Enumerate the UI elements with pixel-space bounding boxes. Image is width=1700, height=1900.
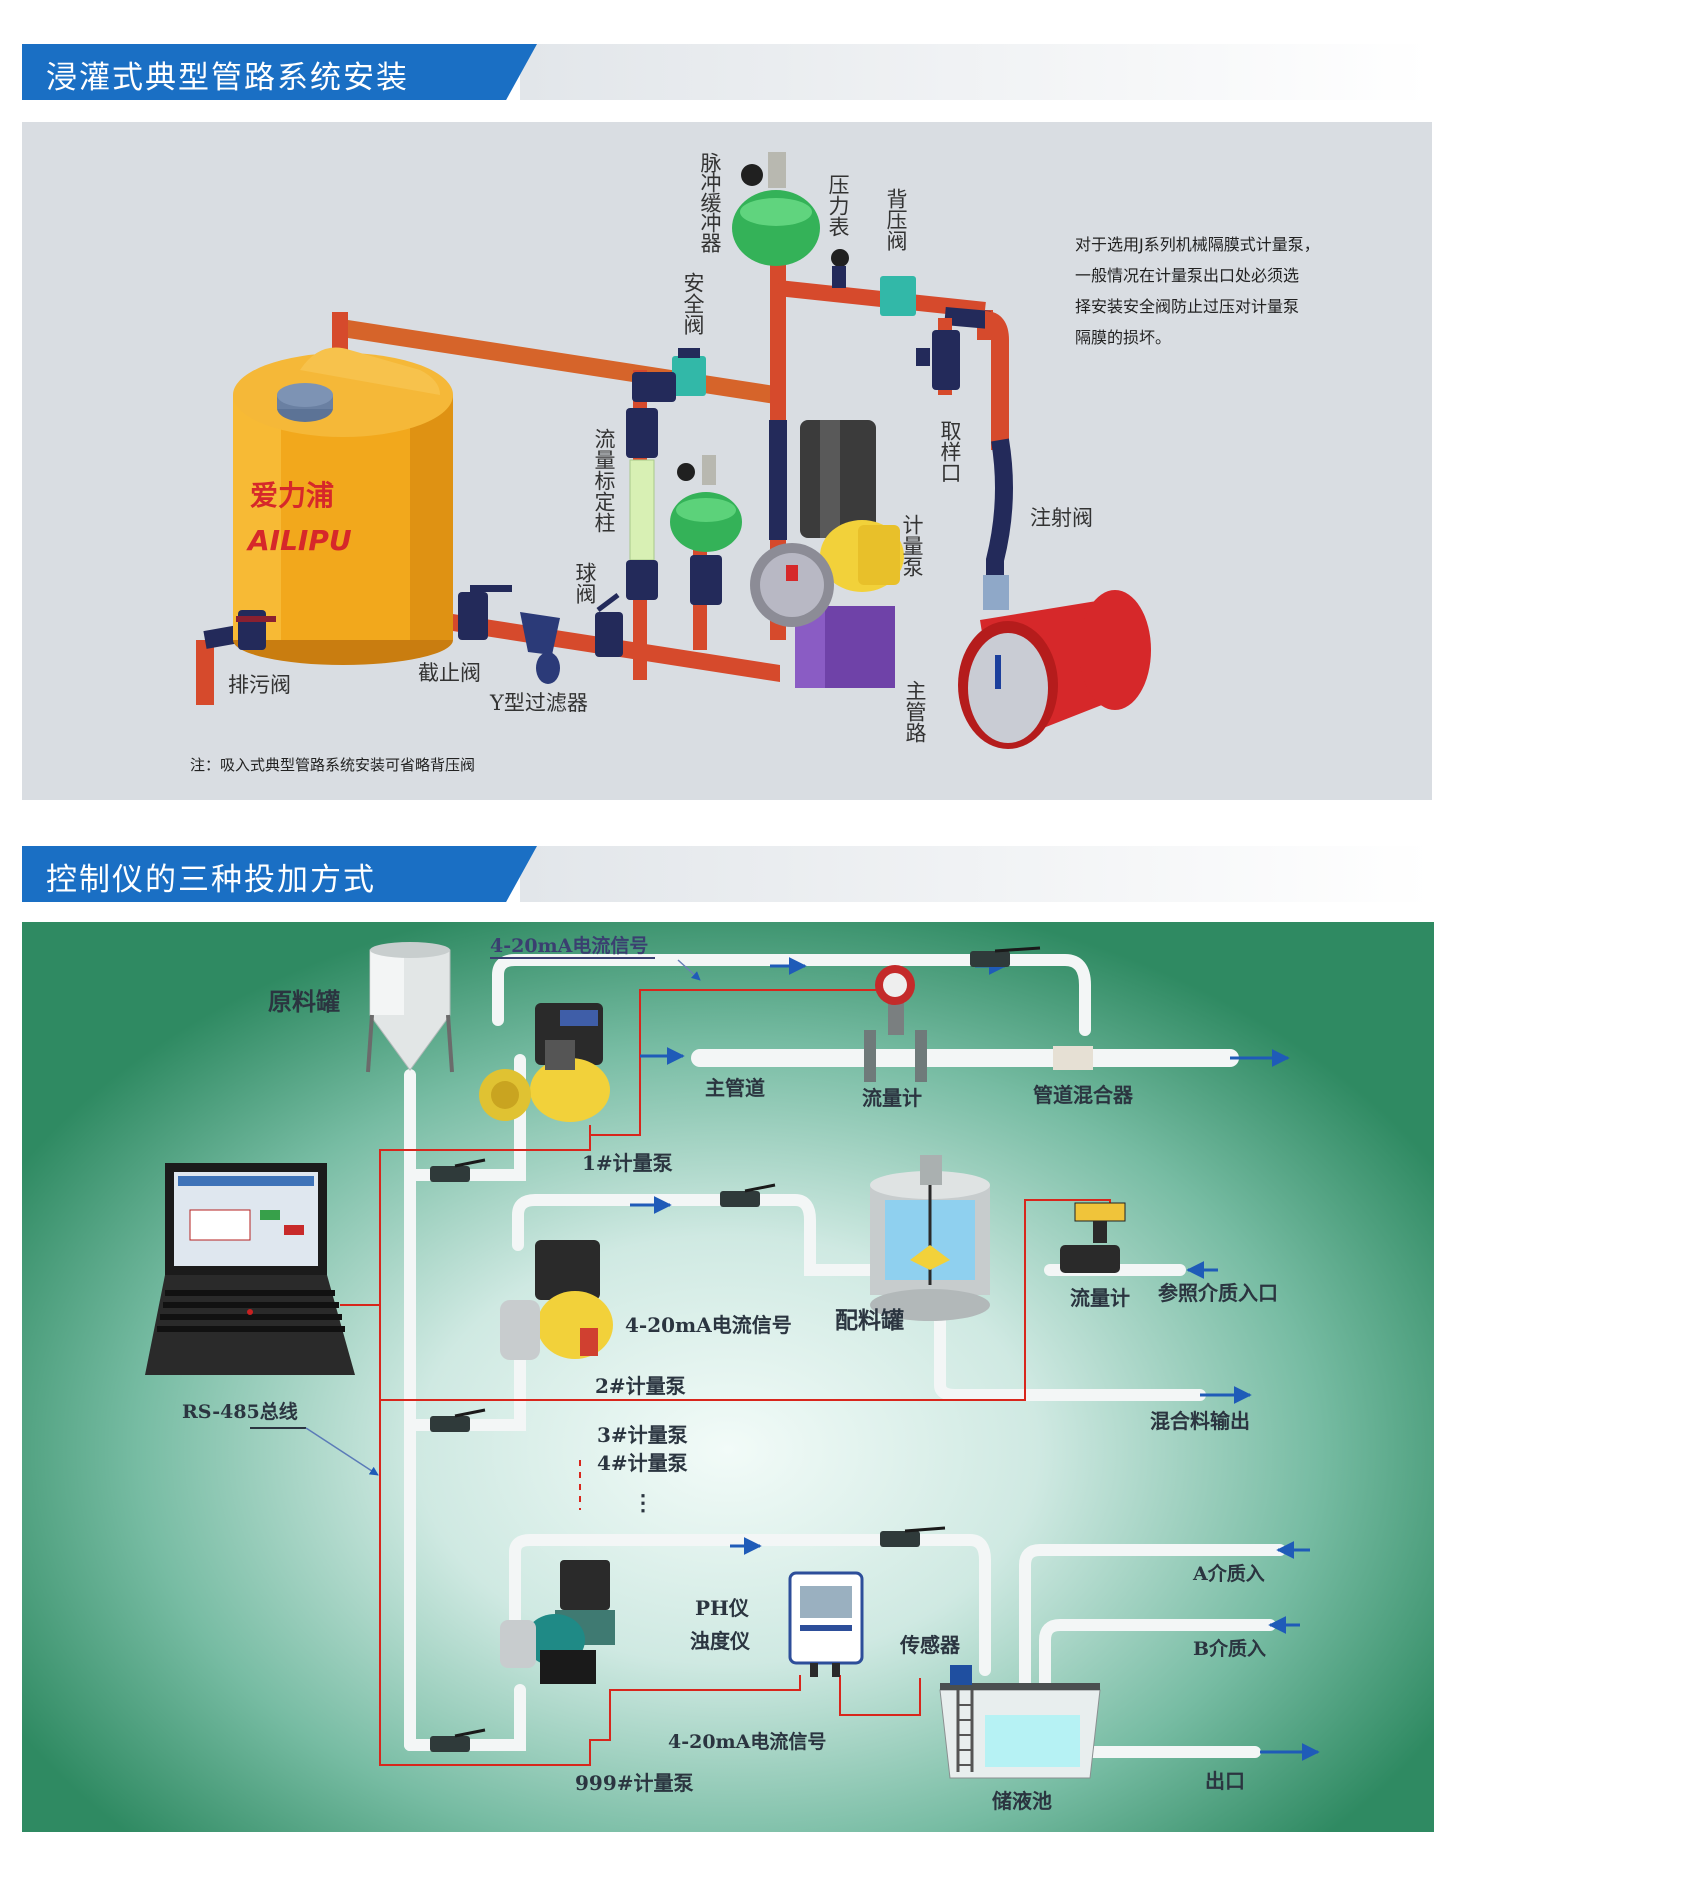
label-raw-tank: 原料罐 <box>268 987 340 1016</box>
label-b-inlet: B介质入 <box>1193 1637 1266 1660</box>
label-pressure-gauge: 压力表 <box>826 174 850 237</box>
label-pump-1: 1#计量泵 <box>582 1151 673 1175</box>
valve-fittings <box>236 152 1009 684</box>
metering-pump-2 <box>500 1240 613 1360</box>
ph-turbidity-meter <box>788 1571 864 1677</box>
label-ball-valve: 球阀 <box>573 562 597 604</box>
label-reference-inlet: 参照介质入口 <box>1158 1281 1278 1305</box>
main-process-pipe <box>958 590 1151 749</box>
label-signal-mid: 4-20mA电流信号 <box>625 1313 792 1337</box>
label-outlet: 出口 <box>1205 1769 1245 1793</box>
label-pump-3: 3#计量泵 <box>597 1423 688 1447</box>
flowmeter-main-line <box>864 965 1093 1082</box>
metering-pump-999 <box>500 1560 615 1684</box>
installation-note: 注：吸入式典型管路系统安装可省略背压阀 <box>190 756 475 774</box>
label-main-pipe: 主管路 <box>903 680 927 743</box>
label-sensor: 传感器 <box>899 1633 961 1657</box>
label-ph-meter: PH仪 <box>695 1596 750 1620</box>
label-stop-valve: 截止阀 <box>418 661 481 685</box>
info-line-2: 一般情况在计量泵出口处必须选 <box>1075 266 1299 285</box>
label-signal-bottom: 4-20mA电流信号 <box>668 1730 826 1753</box>
label-pipeline-mixer: 管道混合器 <box>1033 1083 1134 1107</box>
label-rs485: RS-485总线 <box>182 1400 298 1423</box>
dosing-methods-panel <box>22 922 1434 1832</box>
info-line-3: 择安装安全阀防止过压对计量泵 <box>1075 297 1299 316</box>
label-pump-4: 4#计量泵 <box>597 1451 688 1475</box>
section2-title: 控制仪的三种投加方式 <box>46 862 376 898</box>
flowmeter-reference-line <box>1060 1202 1126 1273</box>
valve-handles <box>454 946 1041 1738</box>
label-safety-valve: 安全阀 <box>681 272 705 335</box>
section1-banner: 浸灌式典型管路系统安装 <box>22 44 537 100</box>
info-line-1: 对于选用J系列机械隔膜式计量泵， <box>1075 235 1320 254</box>
label-more-pumps: ⋮ <box>632 1490 654 1516</box>
label-main-pipeline: 主管道 <box>705 1076 765 1100</box>
control-laptop <box>145 1163 355 1375</box>
chemical-tank: 爱力浦 AILIPU <box>233 347 453 665</box>
label-drain-valve: 排污阀 <box>228 673 291 697</box>
banner-fade <box>520 44 1430 100</box>
raw-material-tank <box>366 942 454 1073</box>
metering-pump-unit <box>750 420 904 688</box>
label-flowmeter-top: 流量计 <box>862 1086 922 1110</box>
label-pump-2: 2#计量泵 <box>595 1374 686 1398</box>
label-storage-tank: 储液池 <box>992 1789 1052 1813</box>
storage-tank <box>939 1665 1101 1779</box>
label-sampling-port: 取样口 <box>938 420 962 483</box>
inline-valves <box>430 951 1010 1752</box>
info-line-4: 隔膜的损坏。 <box>1075 328 1171 347</box>
tank-brand-en: AILIPU <box>246 524 352 557</box>
mixing-tank <box>870 1155 990 1321</box>
label-back-pressure-valve: 背压阀 <box>884 188 908 251</box>
label-flow-calibration-column: 流量标定柱 <box>592 428 616 533</box>
info-text-block: 对于选用J系列机械隔膜式计量泵， 一般情况在计量泵出口处必须选 择安装安全阀防止… <box>1075 235 1320 347</box>
label-flowmeter-mid: 流量计 <box>1070 1286 1130 1310</box>
label-y-strainer: Y型过滤器 <box>489 691 588 715</box>
label-turbidity-meter: 浊度仪 <box>690 1629 751 1653</box>
label-metering-pump: 计量泵 <box>900 514 924 577</box>
label-signal-top: 4-20mA电流信号 <box>490 934 648 957</box>
label-pump-999: 999#计量泵 <box>575 1771 694 1795</box>
label-mixing-tank: 配料罐 <box>835 1307 904 1334</box>
section2-banner: 控制仪的三种投加方式 <box>22 846 537 902</box>
metering-pump-1 <box>479 1003 610 1122</box>
label-injection-valve: 注射阀 <box>1030 506 1093 530</box>
section1-title: 浸灌式典型管路系统安装 <box>46 60 409 96</box>
label-a-inlet: A介质入 <box>1192 1562 1265 1585</box>
label-mix-outlet: 混合料输出 <box>1150 1409 1250 1433</box>
banner-fade-2 <box>520 846 1432 902</box>
rs485-pointer <box>305 1427 379 1476</box>
label-pulse-damper: 脉冲缓冲器 <box>698 152 722 253</box>
tank-brand-cn: 爱力浦 <box>250 479 334 512</box>
